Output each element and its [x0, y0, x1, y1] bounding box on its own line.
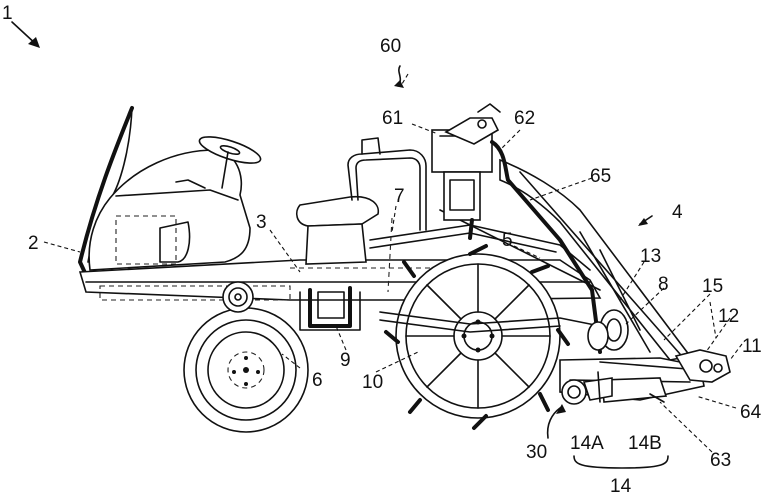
label-2: 2 [28, 233, 39, 254]
operator-seat [295, 137, 427, 265]
label-15: 15 [702, 276, 723, 297]
label-5: 5 [502, 230, 513, 251]
label-4: 4 [672, 202, 683, 223]
upper-unit-60 [431, 103, 501, 221]
label-14A: 14A [570, 433, 604, 454]
rear-lug-wheel [384, 244, 570, 430]
label-14: 14 [610, 476, 632, 497]
front-wheel [183, 307, 309, 433]
reference-numerals: 1 2 3 4 5 6 7 8 9 10 11 12 13 14 14A 14B… [2, 3, 762, 497]
reference-arrow-1 [11, 21, 40, 48]
small-sprocket [222, 281, 254, 313]
label-63: 63 [710, 450, 731, 471]
label-10: 10 [362, 372, 383, 393]
label-8: 8 [658, 274, 669, 295]
drive-unit-9 [299, 286, 361, 331]
label-64: 64 [740, 402, 762, 423]
label-1: 1 [2, 3, 13, 24]
label-61: 61 [382, 108, 403, 129]
label-3: 3 [256, 212, 267, 233]
front-body-hood [78, 106, 251, 277]
label-30: 30 [526, 442, 547, 463]
label-62: 62 [514, 108, 535, 129]
leader-lines [43, 65, 743, 469]
hose-line [468, 140, 602, 354]
drive-arm [379, 311, 601, 333]
wheel-lugs [384, 244, 570, 430]
label-11: 11 [742, 336, 762, 357]
label-6: 6 [312, 370, 323, 391]
label-12: 12 [718, 306, 739, 327]
steering-wheel [198, 136, 262, 189]
label-14B: 14B [628, 433, 662, 454]
label-7: 7 [394, 186, 405, 207]
label-60: 60 [380, 36, 401, 57]
label-9: 9 [340, 350, 351, 371]
sprocket-group [587, 309, 629, 351]
label-65: 65 [590, 166, 611, 187]
label-13: 13 [640, 246, 661, 267]
float-unit-14 [561, 371, 613, 405]
